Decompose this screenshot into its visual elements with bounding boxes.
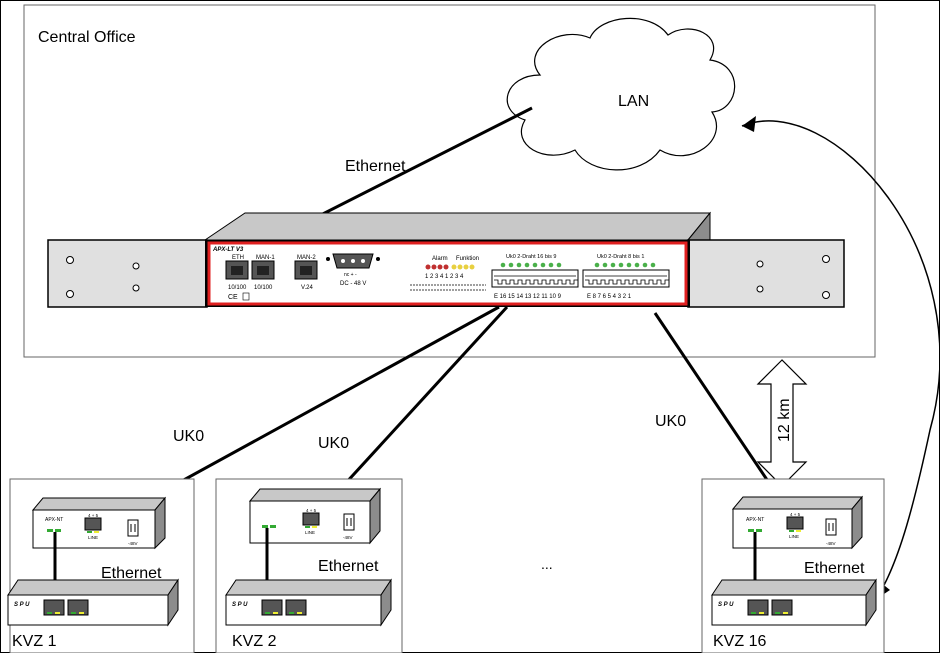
alarm-label: Alarm [432,256,448,262]
uk0-label-1: UK0 [173,428,204,445]
port-label-man1: MAN-1 [256,255,275,261]
nt-port-kvz16: 4 + 5 [790,512,801,517]
spu-device-kvz2 [225,578,392,627]
ellipsis-label: ... [541,556,553,572]
terminal-pins-right [585,279,669,285]
nt-model-kvz1: APX-NT [45,517,63,523]
screw-hole [756,285,764,293]
nt-line-kvz1: LINE [88,535,98,540]
arrowhead-lan [742,116,756,132]
port-v24: V.24 [301,285,313,291]
ethernet-label-kvz16: Ethernet [804,560,865,577]
nt-device-kvz16 [731,495,864,550]
device-top-face [203,212,712,241]
nt-device-kvz2 [248,487,382,545]
kvz1-label: KVZ 1 [12,633,57,650]
terminal-pins-left [494,279,578,285]
ethernet-label-top: Ethernet [345,158,406,175]
uk0-leds-left [500,262,562,268]
screw-hole [132,262,140,270]
port-speed-man1: 10/100 [254,285,273,291]
screw-hole [132,284,140,292]
port-socket [300,266,312,275]
nt-voltage-kvz1: -48V [128,541,138,546]
port-socket [231,266,243,275]
kvz2-label: KVZ 2 [232,633,277,650]
screw-hole [822,291,830,299]
nt-model-kvz16: APX-NT [746,517,764,523]
kvz16-label: KVZ 16 [713,633,766,650]
weee-mark [242,292,250,301]
port-speed-eth: 10/100 [228,285,247,291]
panel-model: APX-LT V3 [212,247,244,253]
power-screw [326,257,330,261]
uk0-right-label: Uk0 2-Draht 8 bis 1 [597,254,644,260]
uk0-left-label: Uk0 2-Draht 16 bis 9 [506,254,556,260]
port-label-eth: ETH [232,255,244,261]
power-pin [341,259,345,263]
nt-line-kvz2: LINE [305,530,315,535]
uk0-terminal-left [491,269,579,288]
uk0-leds-right [594,262,656,268]
ce-mark: CE [228,294,238,301]
spu-device-kvz16 [711,578,877,627]
power-pins-label: nc + - [344,272,357,278]
funktion-label: Funktion [456,256,479,262]
uk0-label-2: UK0 [318,435,349,452]
spu-device-kvz1 [7,578,179,627]
nt-port-kvz2: 4 + 5 [306,508,317,513]
screw-hole [66,256,74,264]
power-pin [361,259,365,263]
distance-label: 12 km [776,398,793,442]
uk0-numbers-left: E 16 15 14 13 12 11 10 9 [494,294,562,300]
screw-hole [756,260,764,268]
ethernet-label-kvz2: Ethernet [318,558,379,575]
screw-hole [66,290,74,298]
lan-label: LAN [618,93,649,110]
port-socket [257,266,269,275]
nt-voltage-kvz2: -48V [343,535,353,540]
nt-line-kvz16: LINE [789,534,799,539]
nt-port-kvz1: 4 + 5 [88,513,99,518]
nt-device-kvz1 [31,496,167,550]
power-label: DC - 48 V [340,281,366,287]
uk0-label-3: UK0 [655,413,686,430]
status-leds [425,264,475,270]
spu-label-kvz16: S P U [718,602,734,608]
power-screw [376,257,380,261]
power-pin [351,259,355,263]
lan-cloud [506,17,736,171]
spu-label-kvz2: S P U [232,602,248,608]
port-label-man2: MAN-2 [297,255,316,261]
screw-hole [822,255,830,263]
uk0-numbers-right: E 8 7 6 5 4 3 2 1 [587,294,632,300]
uk0-terminal-right [582,269,670,288]
rack-ear-right [687,239,845,308]
nt-voltage-kvz16: -48V [826,541,836,546]
central-office-label: Central Office [38,29,136,46]
led-numbers: 1 2 3 4 1 2 3 4 [425,274,464,280]
ethernet-label-kvz1: Ethernet [101,565,162,582]
spu-label-kvz1: S P U [14,602,30,608]
